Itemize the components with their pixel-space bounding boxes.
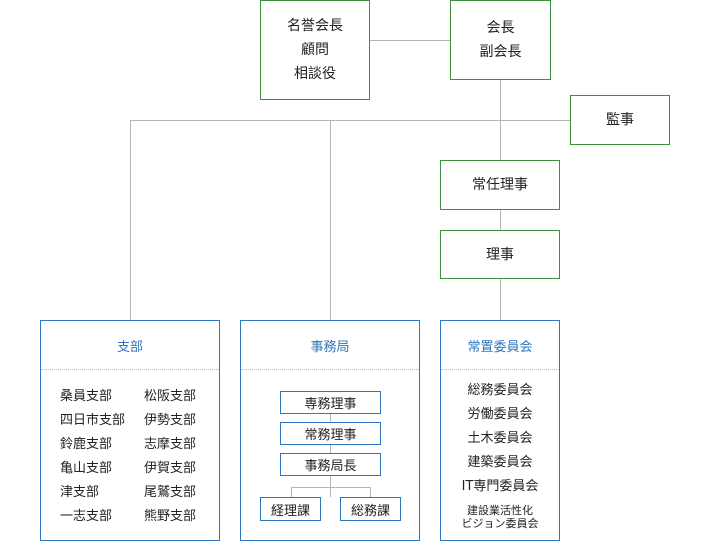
branch-item: 津支部: [60, 485, 100, 500]
secretariat-panel: 事務局 専務理事 常務理事 事務局長 経理課 総務課: [240, 320, 420, 541]
chair-title: 会長: [486, 20, 515, 36]
committee-item-vision: 建設業活性化 ビジョン委員会: [441, 499, 559, 530]
honorary-box: 名誉会長 顧問 相談役: [260, 0, 370, 100]
committee-item: 総務委員会: [467, 383, 533, 398]
secretariat-panel-title: 事務局: [241, 321, 419, 370]
branch-list: 桑員支部 松阪支部 四日市支部 伊勢支部 鈴鹿支部 志摩支部 亀山支部 伊賀支部…: [60, 385, 228, 529]
branch-item: 一志支部: [60, 509, 113, 524]
chair-box: 会長 副会長: [450, 0, 551, 80]
connector-to-committee: [500, 278, 501, 320]
directors-title: 理事: [486, 246, 514, 263]
committee-item: IT専門委員会: [461, 479, 539, 494]
connector-honorary-chair: [369, 40, 451, 41]
honorary-title-1: 名誉会長: [287, 18, 343, 34]
standing-directors-box: 常任理事: [440, 160, 560, 210]
committee-item: 労働委員会: [467, 407, 533, 422]
connector-to-branch: [130, 120, 131, 320]
branch-item: 伊勢支部: [144, 413, 197, 428]
standing-directors-title: 常任理事: [472, 177, 528, 193]
committee-panel-title: 常置委員会: [441, 321, 559, 370]
committee-panel: 常置委員会 総務委員会 労働委員会 土木委員会 建築委員会 IT専門委員会 建設…: [440, 320, 560, 541]
branch-item: 志摩支部: [144, 437, 197, 452]
auditor-box: 監事: [570, 95, 670, 145]
general-affairs-box: 総務課: [340, 497, 401, 521]
auditor-title: 監事: [606, 112, 634, 128]
general-affairs-label: 総務課: [350, 503, 390, 519]
honorary-title-2: 顧問: [301, 42, 329, 58]
honorary-title-3: 相談役: [294, 66, 336, 82]
accounting-label: 経理課: [270, 503, 310, 519]
connector-standing-directors: [500, 209, 501, 231]
branch-item: 熊野支部: [144, 509, 197, 524]
connector-to-secretariat: [330, 120, 331, 320]
branch-item: 尾鷲支部: [144, 485, 197, 500]
secretary-general-box: 事務局長: [280, 453, 381, 476]
branch-panel-title: 支部: [41, 321, 219, 370]
connector-general-affairs: [370, 487, 371, 497]
committee-item: 建築委員会: [467, 455, 533, 470]
branch-item: 亀山支部: [60, 461, 113, 476]
vice-chair-title: 副会長: [479, 44, 522, 60]
connector-secretariat-split: [291, 487, 371, 488]
branch-item: 桑員支部: [60, 389, 113, 404]
branch-panel: 支部 桑員支部 松阪支部 四日市支部 伊勢支部 鈴鹿支部 志摩支部 亀山支部 伊…: [40, 320, 220, 541]
accounting-box: 経理課: [260, 497, 321, 521]
secretary-general-label: 事務局長: [304, 459, 357, 474]
connector-horizontal-bus: [130, 120, 570, 121]
committee-item-vision-line2: ビジョン委員会: [461, 517, 539, 530]
executive-director-box: 専務理事: [280, 391, 381, 414]
directors-box: 理事: [440, 230, 560, 279]
branch-item: 松阪支部: [144, 389, 197, 404]
managing-director-box: 常務理事: [280, 422, 381, 445]
committee-list: 総務委員会 労働委員会 土木委員会 建築委員会 IT専門委員会 建設業活性化 ビ…: [441, 379, 559, 530]
managing-director-label: 常務理事: [304, 428, 357, 443]
connector-accounting: [291, 487, 292, 497]
branch-item: 伊賀支部: [144, 461, 197, 476]
branch-item: 鈴鹿支部: [60, 437, 113, 452]
committee-item: 土木委員会: [467, 431, 533, 446]
committee-item-vision-line1: 建設業活性化: [467, 504, 533, 517]
executive-director-label: 専務理事: [304, 397, 357, 412]
branch-item: 四日市支部: [60, 413, 126, 428]
